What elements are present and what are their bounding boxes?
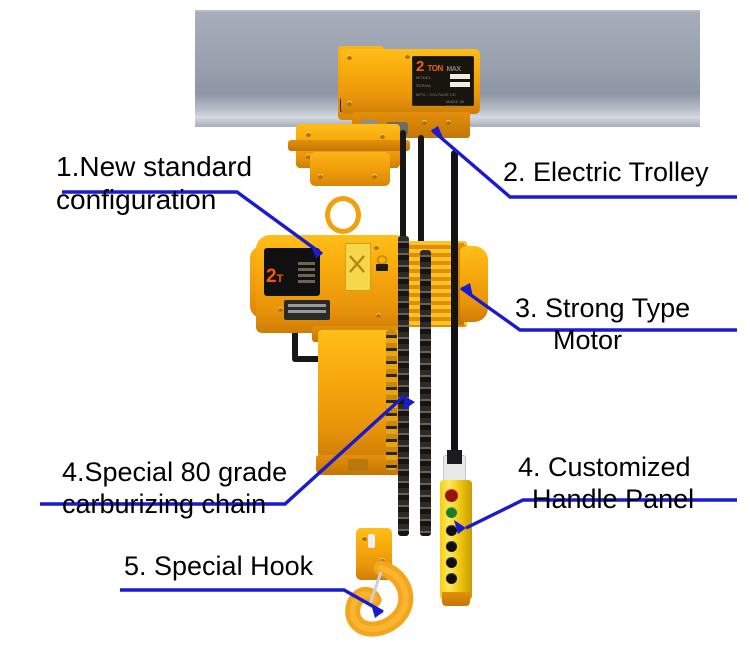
load-chain-slack [386,330,397,470]
callout-label-4: 4.Special 80 grade carburizing chain [62,457,287,521]
callout-label-5: 4. Customized Handle Panel [518,452,694,516]
hook-block [356,528,392,580]
warning-decal [345,243,371,291]
suspension-lower-block [310,152,390,186]
power-on-button[interactable] [446,507,457,518]
hoist-up-button[interactable] [446,525,457,536]
callout-5-line-2: Handle Panel [532,483,695,514]
callout-label-1: 1.New standard configuration [56,150,252,216]
callout-2-line-1: 2. Electric Trolley [503,157,709,187]
travel-left-button[interactable] [446,557,457,568]
callout-3-line-2: Motor [553,324,623,355]
warning-x-pictogram [349,255,365,273]
callout-3-line-1: 3. Strong Type [515,293,691,323]
emergency-stop-button[interactable] [445,489,458,502]
suspension-lifting-eye [325,196,361,234]
power-cable-2 [418,135,424,247]
callout-label-2: 2. Electric Trolley [503,157,709,189]
trolley-nameplate: MODEL SERIAL MFG / VOLTAGE CE MADE IN CH… [412,56,474,109]
hoist-down-button[interactable] [446,541,457,552]
callout-1-line-1: 1.New standard [56,151,253,182]
ce-badge-icon [376,255,388,271]
motor-end-cap [460,246,488,322]
pendant-cord [451,150,458,462]
pendant-cord-grip [447,450,462,464]
load-chain-fall-2 [420,250,431,536]
pendant-base-cap [442,592,470,606]
pendant-button-strip [444,487,460,595]
callout-label-3: 3. Strong Type Motor [515,293,690,357]
hoist-nameplate-rows [298,262,315,288]
load-chain-fall-1 [398,236,409,536]
callout-4-line-1: 4.Special 80 grade [62,457,288,487]
motor-flange-ring [455,243,464,325]
power-cable-1 [400,130,406,248]
hoist-power-cable-bend [292,356,334,362]
callout-5-line-1: 4. Customized [518,452,691,482]
trolley-capacity-text: 2 TON MAX [416,58,461,75]
travel-right-button[interactable] [446,573,457,584]
suspension-cross-bar [288,140,410,151]
callout-4-line-2: carburizing chain [62,488,267,519]
callout-6-line-1: 5. Special Hook [124,551,314,581]
callout-label-6: 5. Special Hook [124,551,313,583]
callout-1-line-2: configuration [56,184,217,216]
hoist-control-grill [284,300,330,320]
special-bottom-hook [345,560,414,637]
hoist-capacity-text: 2T [266,266,284,287]
